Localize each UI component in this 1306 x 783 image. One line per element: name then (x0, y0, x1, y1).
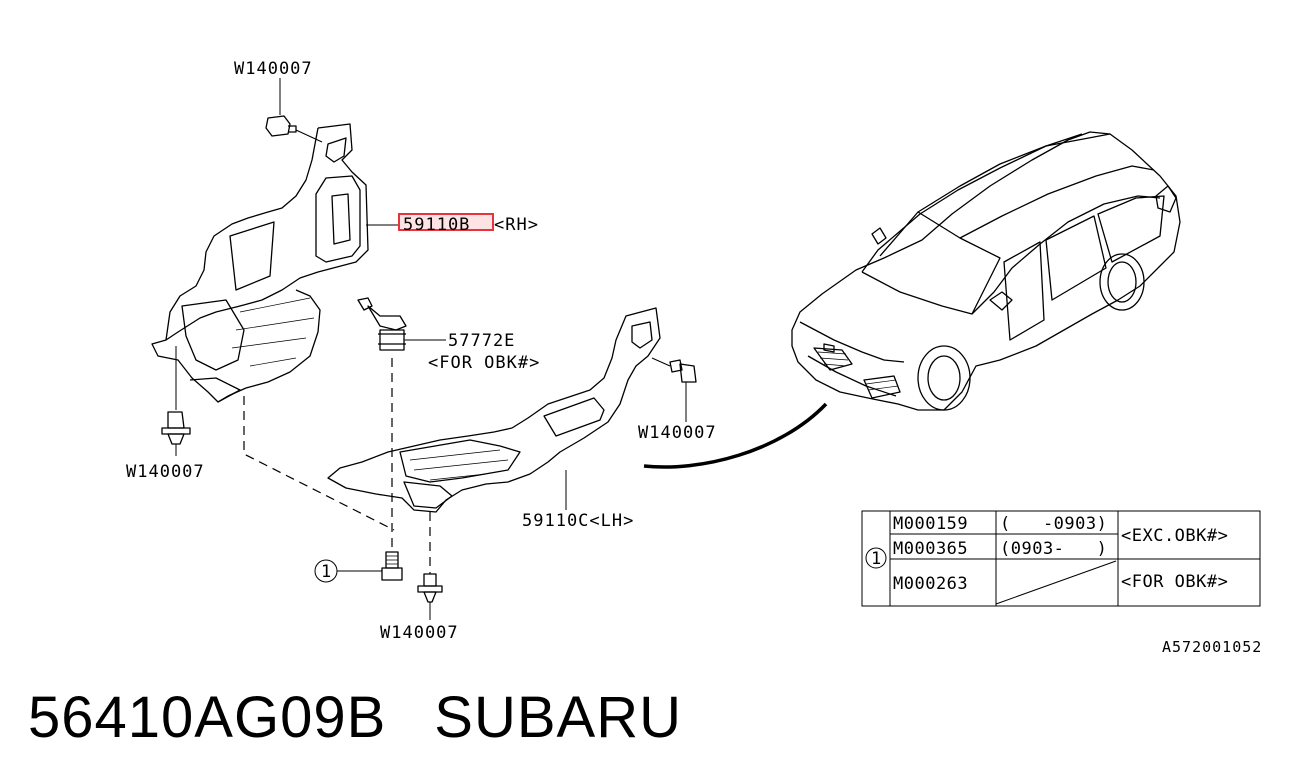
table-row-code: M000365 (893, 539, 968, 559)
lh-under-cover: 59110C<LH> (327, 307, 661, 531)
guide-line-a (243, 396, 395, 531)
rh-part-number[interactable]: 59110B (403, 215, 470, 235)
diagram-code: A572001052 (1162, 638, 1262, 656)
left-bolt-label: W140007 (126, 462, 205, 482)
right-bolt: W140007 (638, 357, 717, 443)
table-row-code: M000159 (893, 514, 968, 534)
ref-bolt: 1 (314, 551, 403, 583)
bottom-bolt-label: W140007 (380, 623, 459, 643)
ref-number: 1 (321, 562, 332, 582)
table-row-range: (0903- ) (1000, 539, 1107, 559)
brand-name: SUBARU (434, 685, 683, 750)
rh-side-label: <RH> (494, 215, 539, 235)
rh-part-label[interactable]: 59110B <RH> (398, 213, 539, 235)
rh-under-cover (151, 123, 398, 403)
application-table: 1 M000159 ( -0903) M000365 (0903- ) M000… (861, 510, 1261, 607)
part-title: 56410AG09B SUBARU (28, 684, 682, 751)
table-condition-exc: <EXC.OBK#> (1121, 526, 1228, 546)
table-condition-for: <FOR OBK#> (1121, 572, 1228, 592)
left-bolt: W140007 (126, 346, 205, 482)
lh-part-label: 59110C<LH> (522, 511, 634, 531)
part-number: 56410AG09B (28, 685, 387, 750)
clip-part-number: 57772E (448, 331, 515, 351)
pointer-line (643, 402, 828, 469)
top-bolt: W140007 (234, 59, 323, 143)
clip-57772e: 57772E <FOR OBK#> (357, 297, 540, 373)
part-highlight-box (398, 213, 494, 231)
right-bolt-label: W140007 (638, 423, 717, 443)
top-bolt-label: W140007 (234, 59, 313, 79)
table-row-range: ( -0903) (1000, 514, 1107, 534)
car-illustration (791, 131, 1181, 411)
table-ref-number: 1 (871, 549, 882, 569)
table-row-code: M000263 (893, 574, 968, 594)
bottom-bolt: W140007 (380, 573, 459, 643)
clip-condition: <FOR OBK#> (428, 353, 540, 373)
